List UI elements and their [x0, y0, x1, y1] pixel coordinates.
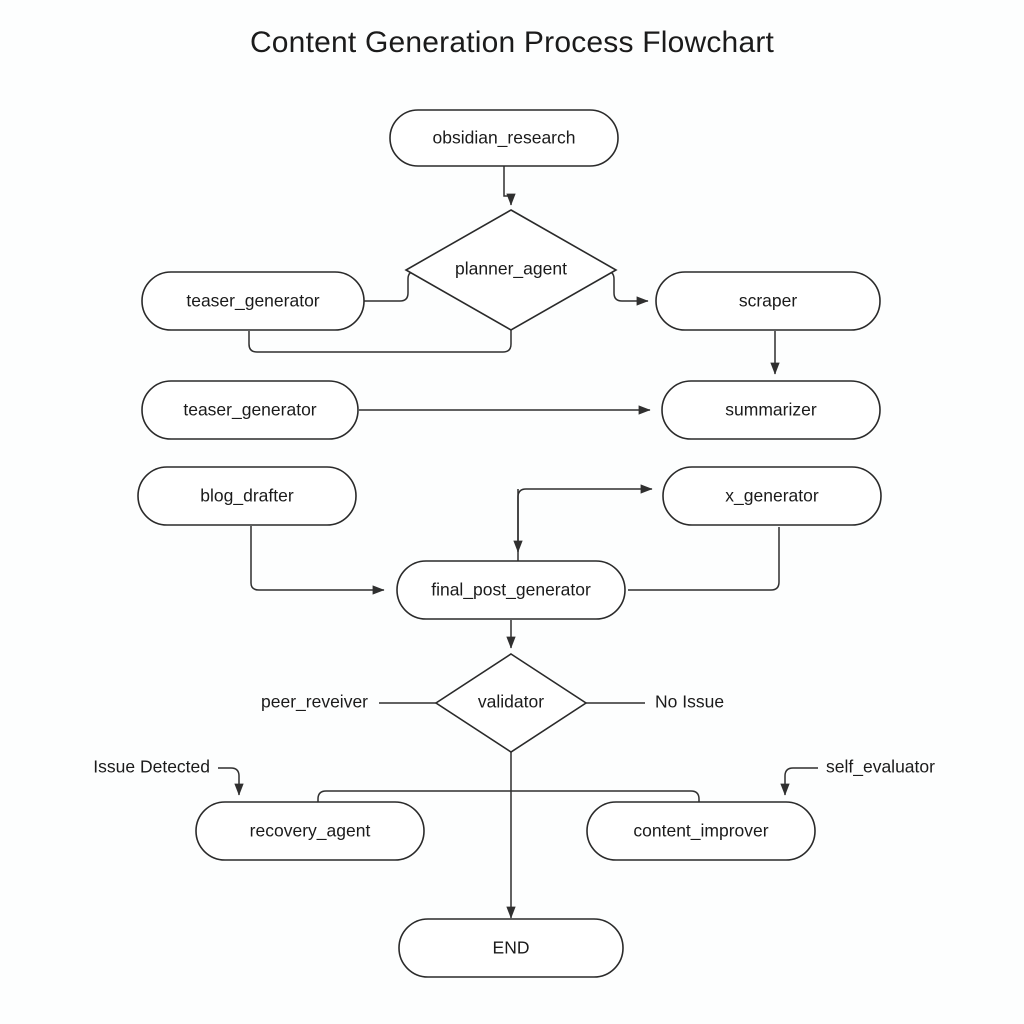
node-x-generator-shape[interactable]	[662, 466, 882, 526]
node-scraper[interactable]: scraper	[655, 271, 881, 331]
node-blog-drafter-label: blog_drafter	[200, 486, 294, 507]
edge-validator-to-recovery-agent	[317, 790, 511, 802]
node-planner-agent-label: planner_agent	[455, 259, 567, 280]
edge-final-post-generator-to-x-generator	[628, 527, 780, 591]
node-recovery-agent-shape[interactable]	[195, 801, 425, 861]
node-teaser-generator-1-shape[interactable]	[141, 271, 365, 331]
edge-label-peer-reveiver: peer_reveiver	[261, 692, 368, 713]
edge-label-issue-detected: Issue Detected	[93, 757, 210, 777]
node-obsidian-research-shape[interactable]	[389, 109, 619, 167]
node-content-improver-label: content_improver	[633, 821, 768, 842]
edge-self-evaluator-to-content-improver	[780, 767, 818, 796]
edge-label-layer: peer_reveiver No Issue Issue Detected se…	[93, 692, 935, 778]
node-final-post-generator-label: final_post_generator	[431, 580, 591, 601]
node-blog-drafter[interactable]: blog_drafter	[137, 466, 357, 526]
node-scraper-shape[interactable]	[655, 271, 881, 331]
page-title: Content Generation Process Flowchart	[249, 26, 775, 59]
edge-blog-drafter-to-final-post-generator	[250, 526, 385, 595]
node-x-generator-label: x_generator	[725, 486, 819, 507]
node-teaser-generator-2-shape[interactable]	[141, 380, 359, 440]
node-obsidian-research-label: obsidian_research	[432, 128, 575, 149]
node-validator-label: validator	[478, 692, 544, 712]
node-teaser-generator-2[interactable]: teaser_generator	[141, 380, 359, 440]
edge-planner-agent-to-teaser-generator-1	[248, 330, 512, 353]
node-content-improver[interactable]: content_improver	[586, 801, 816, 861]
node-planner-agent-shape[interactable]	[404, 209, 618, 331]
node-teaser-generator-2-label: teaser_generator	[183, 400, 316, 421]
node-recovery-agent-label: recovery_agent	[250, 821, 371, 842]
node-end[interactable]: END	[398, 918, 624, 978]
node-summarizer-shape[interactable]	[661, 380, 881, 440]
node-blog-drafter-shape[interactable]	[137, 466, 357, 526]
node-layer: obsidian_research planner_agent teaser_g…	[137, 109, 882, 978]
node-validator[interactable]: validator	[434, 653, 588, 753]
edge-label-self-evaluator: self_evaluator	[826, 757, 935, 778]
node-final-post-generator-shape[interactable]	[396, 560, 626, 620]
node-summarizer[interactable]: summarizer	[661, 380, 881, 440]
node-validator-shape[interactable]	[434, 653, 588, 753]
node-teaser-generator-1[interactable]: teaser_generator	[141, 271, 365, 331]
node-recovery-agent[interactable]: recovery_agent	[195, 801, 425, 861]
node-summarizer-label: summarizer	[725, 400, 817, 420]
node-scraper-label: scraper	[739, 291, 798, 311]
edge-issue-detected-to-recovery-agent	[218, 767, 244, 796]
node-end-shape[interactable]	[398, 918, 624, 978]
edge-label-no-issue: No Issue	[655, 692, 724, 712]
node-end-label: END	[493, 938, 530, 958]
node-planner-agent[interactable]: planner_agent	[404, 209, 618, 331]
node-content-improver-shape[interactable]	[586, 801, 816, 861]
node-obsidian-research[interactable]: obsidian_research	[389, 109, 619, 167]
edge-validator-to-content-improver	[511, 790, 700, 802]
edge-obsidian-research-to-planner-agent	[503, 166, 516, 206]
node-final-post-generator[interactable]: final_post_generator	[396, 560, 626, 620]
node-teaser-generator-1-label: teaser_generator	[186, 291, 319, 312]
node-x-generator[interactable]: x_generator	[662, 466, 882, 526]
